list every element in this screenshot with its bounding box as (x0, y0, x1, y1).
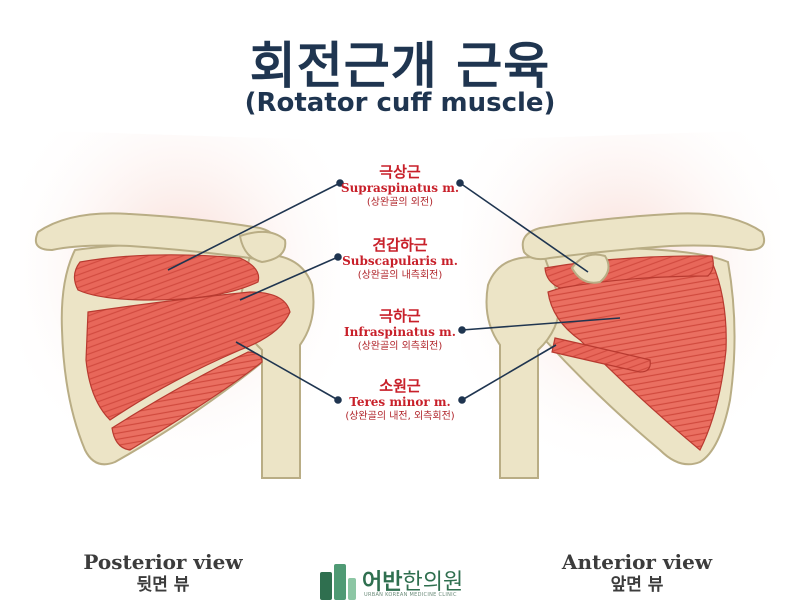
clinic-logo-name: 어반한의원 (362, 564, 463, 596)
posterior-teres-minor-muscle (111, 351, 263, 451)
posterior-view-en: Posterior view (83, 550, 243, 574)
posterior-acromion (238, 230, 287, 264)
label-teres-minor-en: Teres minor m. (349, 395, 451, 409)
leader-dot (456, 179, 464, 187)
leader-subscapularis (239, 256, 339, 301)
label-supraspinatus-function: (상완골의 외전) (366, 197, 434, 208)
posterior-supraspinatus-muscle (73, 254, 260, 301)
label-supraspinatus: 극상근 Supraspinatus m. (상완골의 외전) (300, 163, 500, 210)
posterior-infraspinatus-muscle (85, 291, 291, 421)
label-subscapularis: 견갑하근 Subscapularis m. (상완골의 내측회전) (300, 236, 500, 283)
clinic-logo: 어반한의원 URBAN KOREAN MEDICINE CLINIC (318, 560, 478, 604)
label-supraspinatus-kr: 극상근 (379, 163, 421, 181)
leader-dot (336, 179, 344, 187)
anterior-coracoid (570, 253, 610, 284)
leader-supraspinatus-right (459, 182, 589, 273)
label-subscapularis-kr: 견갑하근 (372, 236, 428, 254)
posterior-view-kr: 뒷면 뷰 (136, 575, 190, 595)
anterior-view-kr: 앞면 뷰 (610, 575, 664, 595)
posterior-shoulder (34, 212, 315, 479)
leader-dot (458, 326, 466, 334)
leader-dot (458, 396, 466, 404)
label-infraspinatus-kr: 극하근 (379, 307, 421, 325)
clinic-logo-subtext: URBAN KOREAN MEDICINE CLINIC (364, 592, 457, 598)
clinic-logo-name-rest: 한의원 (402, 570, 464, 595)
label-infraspinatus-function: (상완골의 외측회전) (357, 341, 443, 352)
clinic-logo-name-bold: 어반 (362, 570, 403, 595)
label-teres-minor-function: (상완골의 내전, 외측회전) (345, 411, 455, 422)
label-supraspinatus-en: Supraspinatus m. (340, 181, 460, 195)
page-subtitle: (Rotator cuff muscle) (244, 88, 556, 118)
leader-infraspinatus (461, 317, 621, 331)
leader-lines (167, 179, 621, 404)
posterior-view-caption: Posterior view 뒷면 뷰 (43, 550, 283, 596)
leader-teres-minor-left (235, 341, 339, 401)
label-subscapularis-en: Subscapularis m. (342, 254, 458, 268)
anterior-view-caption: Anterior view 앞면 뷰 (517, 550, 757, 596)
leader-dot (334, 253, 342, 261)
page-title: 회전근개 근육 (249, 37, 551, 95)
anterior-shoulder (485, 212, 766, 479)
label-infraspinatus: 극하근 Infraspinatus m. (상완골의 외측회전) (300, 307, 500, 354)
anterior-view-en: Anterior view (561, 550, 713, 574)
anterior-teres-minor-muscle (551, 337, 651, 373)
label-teres-minor-kr: 소원근 (379, 377, 421, 395)
label-subscapularis-function: (상완골의 내측회전) (357, 270, 443, 281)
label-teres-minor: 소원근 Teres minor m. (상완골의 내전, 외측회전) (300, 377, 500, 424)
clinic-logo-icon (320, 564, 356, 600)
leader-dot (334, 396, 342, 404)
leader-teres-minor-right (461, 344, 557, 401)
label-infraspinatus-en: Infraspinatus m. (344, 325, 456, 339)
anterior-clavicle (521, 212, 766, 261)
leader-supraspinatus-left (167, 182, 341, 271)
